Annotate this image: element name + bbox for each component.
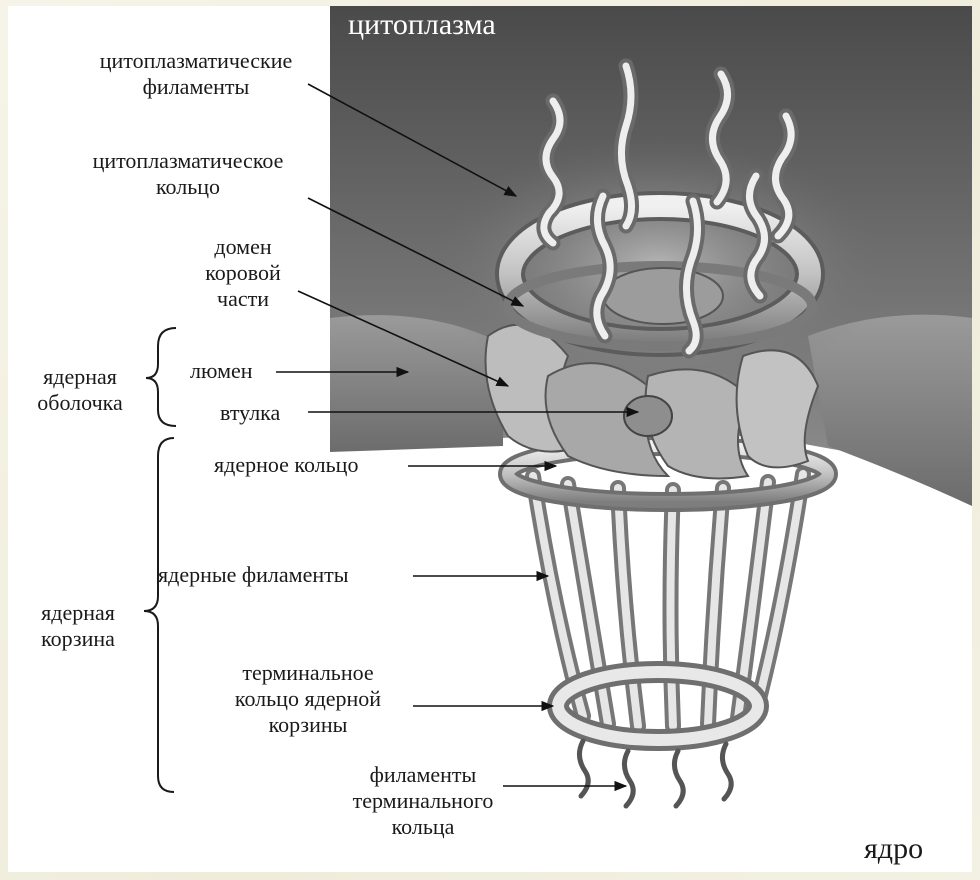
label-terminal-ring-line2: кольцо ядерной	[208, 686, 408, 712]
label-nuclear-envelope-line1: ядерная	[20, 364, 140, 390]
label-nucleus: ядро	[864, 836, 923, 862]
label-hub: втулка	[220, 400, 280, 426]
label-cytoplasmic-filaments-line2: филаменты	[56, 74, 336, 100]
label-terminal-ring-line1: терминальное	[208, 660, 408, 686]
label-nuclear-basket-line1: ядерная	[18, 600, 138, 626]
label-terminal-ring: терминальное кольцо ядерной корзины	[208, 660, 408, 738]
figure-panel: цитоплазма цитоплазматические филаменты …	[8, 6, 972, 872]
label-cytoplasm: цитоплазма	[348, 12, 496, 38]
nuclear-pore-complex-illustration	[8, 6, 972, 872]
label-nuclear-envelope-line2: оболочка	[20, 390, 140, 416]
label-cytoplasmic-filaments-line1: цитоплазматические	[56, 48, 336, 74]
label-cytoplasmic-ring: цитоплазматическое кольцо	[48, 148, 328, 200]
label-terminal-ring-filaments-line1: филаменты	[338, 762, 508, 788]
label-core-domain-line2: коровой	[188, 260, 298, 286]
label-cytoplasmic-ring-line1: цитоплазматическое	[48, 148, 328, 174]
label-terminal-ring-filaments-line3: кольца	[338, 814, 508, 840]
label-core-domain-line1: домен	[188, 234, 298, 260]
brace-nuclear-basket	[144, 438, 174, 792]
label-terminal-ring-line3: корзины	[208, 712, 408, 738]
label-terminal-ring-filaments-line2: терминального	[338, 788, 508, 814]
label-nuclear-basket: ядерная корзина	[18, 600, 138, 652]
label-nuclear-filaments: ядерные филаменты	[158, 562, 349, 588]
label-nuclear-ring: ядерное кольцо	[214, 452, 358, 478]
label-nuclear-envelope: ядерная оболочка	[20, 364, 140, 416]
label-nuclear-basket-line2: корзина	[18, 626, 138, 652]
label-lumen: люмен	[190, 358, 253, 384]
label-cytoplasmic-ring-line2: кольцо	[48, 174, 328, 200]
label-cytoplasmic-filaments: цитоплазматические филаменты	[56, 48, 336, 100]
label-core-domain: домен коровой части	[188, 234, 298, 312]
brace-nuclear-envelope	[146, 328, 176, 426]
label-terminal-ring-filaments: филаменты терминального кольца	[338, 762, 508, 840]
label-core-domain-line3: части	[188, 286, 298, 312]
